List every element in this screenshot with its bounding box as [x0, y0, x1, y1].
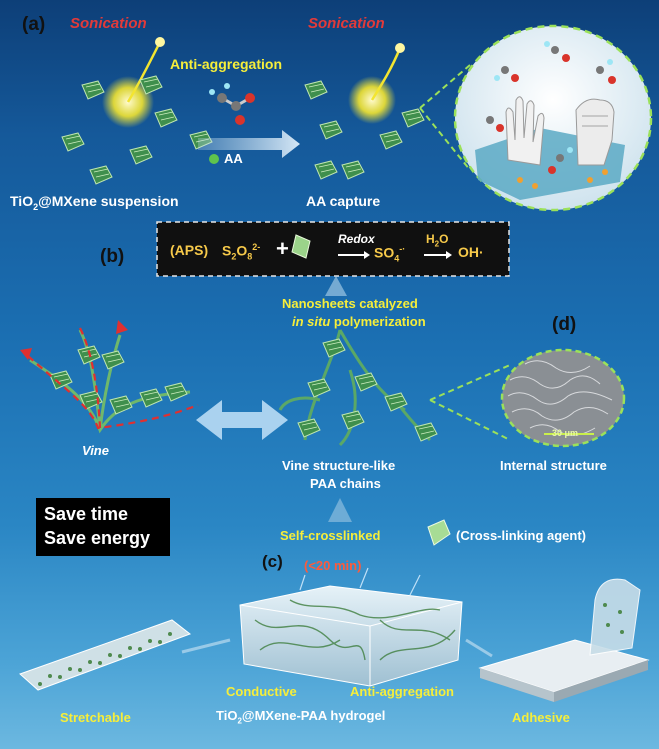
hydroxyl-radical: OH· — [458, 244, 484, 260]
suspension-label: TiO2@MXene suspension — [10, 193, 179, 212]
catalyst-sheet-icon — [291, 234, 311, 259]
paa-chains-label-line1: Vine structure-like — [282, 458, 396, 473]
mxene-sheet — [341, 160, 365, 180]
sonication-label-left: Sonication — [70, 15, 147, 32]
arrow-to-adhesive — [465, 638, 493, 658]
bidirectional-arrow — [196, 400, 288, 440]
panel-a-graphics — [61, 24, 653, 212]
sem-image — [500, 348, 626, 448]
aa-molecule — [209, 83, 255, 125]
chain-sheet — [354, 372, 378, 392]
chain-sheet — [322, 338, 346, 358]
chain-sheet — [307, 378, 331, 398]
vine-illustration — [20, 320, 199, 434]
mxene-sheet — [401, 108, 425, 128]
save-energy-label: Save energy — [44, 528, 151, 548]
vine-leaf — [101, 350, 125, 370]
crosslinking-agent-label: (Cross-linking agent) — [456, 528, 587, 543]
chain-sheet — [297, 418, 321, 438]
persulfate-formula: S2O82- — [222, 242, 261, 262]
adhesive-demo — [478, 578, 650, 702]
chain-sheet — [414, 422, 438, 442]
time-label: (<20 min) — [304, 558, 362, 573]
adhesive-label: Adhesive — [512, 710, 570, 725]
nanosheets-label-line1: Nanosheets catalyzed — [282, 296, 418, 311]
save-callout-box: Save time Save energy — [36, 498, 170, 556]
hydrogel-label: TiO2@MXene-PAA hydrogel — [216, 708, 386, 726]
vine-leaf — [164, 382, 188, 402]
aps-label: (APS) — [170, 242, 209, 258]
mxene-sheet — [304, 80, 328, 100]
internal-structure-label: Internal structure — [500, 458, 607, 473]
vine-leaf — [139, 388, 163, 408]
reaction-box — [156, 221, 510, 277]
anti-aggregation-label: Anti-aggregation — [170, 56, 282, 72]
chain-sheet — [341, 410, 365, 430]
sulfate-radical: SO4-· — [374, 244, 406, 264]
mxene-sheet — [319, 120, 343, 140]
plus-sign: + — [276, 236, 289, 261]
zoom-callout-lines-d — [429, 364, 511, 441]
mxene-sheet — [379, 130, 403, 150]
panel-label-a: (a) — [22, 14, 46, 35]
stretchable-strip — [19, 619, 192, 691]
mxene-sheet — [81, 80, 105, 100]
mxene-sheet — [129, 145, 153, 165]
vine-leaf — [109, 395, 133, 415]
panel-label-b: (b) — [100, 246, 125, 267]
fist-icon — [575, 98, 615, 166]
paa-chains-label-line2: PAA chains — [310, 476, 381, 491]
crosslinker-sheet-icon — [427, 519, 451, 546]
sonication-label-right: Sonication — [308, 15, 385, 32]
hydrogel-block — [239, 567, 463, 687]
paa-chains — [278, 329, 438, 447]
scale-bar-label: 30 μm — [552, 428, 579, 438]
process-ray-c — [328, 498, 352, 522]
redox-label: Redox — [338, 232, 375, 246]
aa-legend-label: AA — [224, 151, 243, 166]
open-hand-icon — [505, 96, 545, 166]
mxene-sheet — [61, 132, 85, 152]
ultrasonic-probe-tip-right — [395, 43, 405, 53]
ultrasonic-probe-tip-left — [155, 37, 165, 47]
mxene-sheet — [154, 108, 178, 128]
aa-capture-label: AA capture — [306, 193, 381, 209]
sem-texture — [507, 360, 613, 436]
panel-label-d: (d) — [552, 314, 577, 335]
water-label: H2O — [426, 232, 449, 249]
stretchable-label: Stretchable — [60, 710, 131, 725]
nanosheets-label-line2: in situ polymerization — [292, 314, 426, 329]
process-ray-b — [325, 276, 347, 296]
mxene-sheet — [314, 160, 338, 180]
self-crosslinked-label: Self-crosslinked — [280, 528, 381, 543]
arrow-to-stretchable — [181, 638, 231, 654]
zoom-callout-lines — [419, 64, 471, 171]
red-arrowhead — [20, 348, 32, 360]
mxene-sheet — [89, 165, 113, 185]
panel-label-c: (c) — [262, 552, 283, 571]
process-arrow-a — [198, 130, 300, 158]
red-arrowhead — [116, 320, 128, 334]
save-time-label: Save time — [44, 504, 129, 524]
vine-label: Vine — [82, 443, 109, 458]
aa-legend-dot — [209, 154, 219, 164]
anti-aggregation-label-c: Anti-aggregation — [350, 684, 454, 699]
conductive-label: Conductive — [226, 684, 297, 699]
growth-direction-dashes — [27, 355, 199, 430]
aa-molecule-cluster — [486, 41, 616, 189]
